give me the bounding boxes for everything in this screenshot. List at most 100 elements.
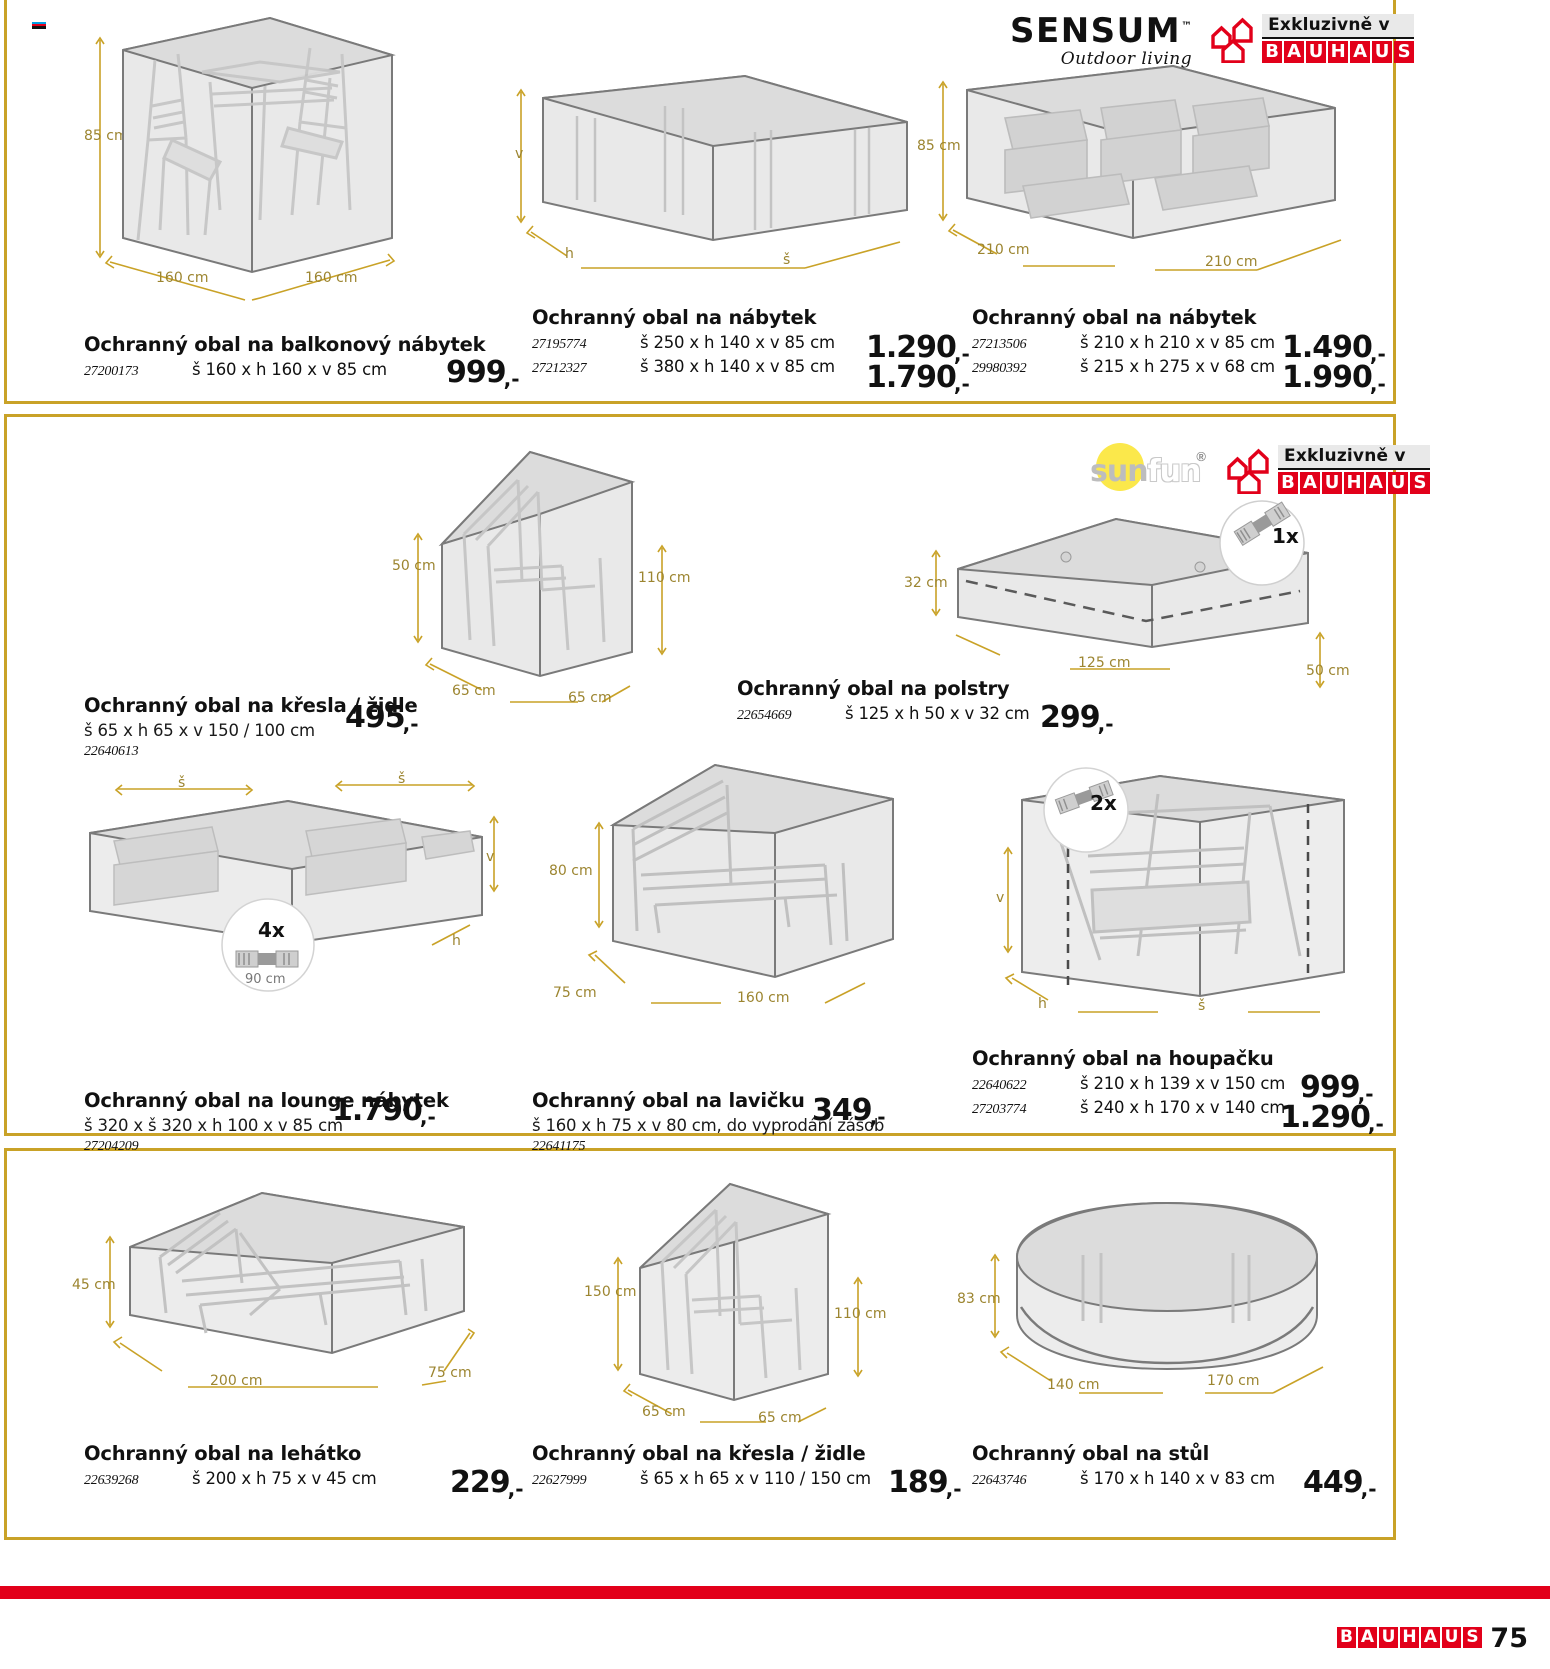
price-swing-cover-1: 999,-	[1300, 1070, 1376, 1106]
bauhaus-houses-icon	[1210, 17, 1256, 64]
sensum-logo: SENSUM™ Outdoor living	[1010, 14, 1192, 69]
price-value: 999	[1300, 1070, 1361, 1105]
price-currency: ,-	[507, 1477, 524, 1501]
price-currency: ,-	[503, 367, 520, 391]
product-lounge-cover: Ochranný obal na lounge nábytek š 320 x …	[84, 1089, 449, 1155]
product-dimensions: š 210 x h 139 x v 150 cm	[1080, 1074, 1286, 1094]
product-title: Ochranný obal na křesla / židle	[84, 694, 418, 717]
svg-text:90 cm: 90 cm	[245, 972, 286, 987]
svg-text:h: h	[452, 933, 461, 949]
svg-text:65 cm: 65 cm	[642, 1404, 686, 1420]
illustration-furniture-cover-b: 85 cm 210 cm 210 cm	[905, 58, 1365, 298]
svg-text:h: h	[1038, 996, 1047, 1012]
svg-text:110 cm: 110 cm	[834, 1306, 887, 1322]
product-dimensions: š 240 x h 170 x v 140 cm	[1080, 1098, 1286, 1118]
product-dimensions: š 215 x h 275 x v 68 cm	[1080, 357, 1275, 377]
product-dimensions: š 65 x h 65 x v 110 / 150 cm	[640, 1469, 871, 1489]
price-currency: ,-	[419, 1105, 436, 1129]
price-currency: ,-	[1097, 712, 1114, 736]
exclusive-label: Exkluzivně v	[1262, 14, 1415, 39]
product-subtitle: š 160 x h 75 x v 80 cm, do vyprodání zás…	[532, 1116, 885, 1136]
product-variant-row: 27200173 š 160 x h 160 x v 85 cm	[84, 360, 485, 380]
svg-text:125 cm: 125 cm	[1078, 655, 1131, 671]
price-currency: ,-	[869, 1105, 886, 1129]
product-dimensions: š 250 x h 140 x v 85 cm	[640, 333, 835, 353]
product-variant-row: 27213506 š 210 x h 210 x v 85 cm	[972, 333, 1275, 353]
price-currency: ,-	[1369, 372, 1386, 396]
product-variant-row: 27212327 š 380 x h 140 x v 85 cm	[532, 357, 835, 377]
illustration-balcony-cover: 85 cm 160 cm 160 cm	[60, 10, 530, 310]
svg-text:210 cm: 210 cm	[977, 242, 1030, 258]
product-variant-row: 29980392 š 215 x h 275 x v 68 cm	[972, 357, 1275, 377]
product-title: Ochranný obal na polstry	[737, 677, 1010, 700]
product-title: Ochranný obal na stůl	[972, 1442, 1210, 1465]
svg-text:85 cm: 85 cm	[917, 138, 961, 154]
price-value: 189	[888, 1465, 949, 1500]
price-value: 349	[812, 1093, 873, 1128]
price-cushion-cover: 299,-	[1040, 700, 1116, 736]
price-value: 299	[1040, 700, 1101, 735]
sunfun-sun-text: sun	[1090, 454, 1149, 489]
svg-text:65 cm: 65 cm	[568, 690, 612, 706]
product-dimensions: š 380 x h 140 x v 85 cm	[640, 357, 835, 377]
product-sku: 27195774	[532, 337, 587, 353]
price-chair-cover-tall: 189,-	[888, 1465, 964, 1501]
product-variant-row: 22627999 š 65 x h 65 x v 110 / 150 cm	[532, 1469, 871, 1489]
svg-text:80 cm: 80 cm	[549, 863, 593, 879]
product-furniture-cover-b: Ochranný obal na nábytek 27213506 š 210 …	[972, 306, 1275, 377]
illustration-swing-cover: v h š 2x	[960, 760, 1370, 1035]
svg-text:32 cm: 32 cm	[904, 575, 948, 591]
svg-text:160 cm: 160 cm	[737, 990, 790, 1006]
illustration-furniture-cover-a: v h š	[505, 70, 935, 290]
sensum-tagline: Outdoor living	[1060, 49, 1193, 69]
svg-text:v: v	[486, 849, 494, 865]
price-value: 1.290	[866, 330, 957, 365]
svg-text:160 cm: 160 cm	[156, 270, 209, 286]
price-value: 1.790	[332, 1093, 423, 1128]
price-value: 1.490	[1282, 330, 1373, 365]
illustration-lounger-cover: 45 cm 200 cm 75 cm	[70, 1185, 500, 1435]
price-value: 229	[450, 1465, 511, 1500]
trademark-icon: ™	[1181, 19, 1193, 33]
footer-red-bar	[0, 1586, 1550, 1599]
svg-text:v: v	[515, 146, 523, 162]
svg-text:š: š	[398, 771, 405, 787]
price-value: 1.990	[1282, 360, 1373, 395]
price-value: 495	[345, 700, 406, 735]
product-title: Ochranný obal na lounge nábytek	[84, 1089, 449, 1112]
illustration-chair-cover-tall: 150 cm 110 cm 65 cm 65 cm	[570, 1178, 900, 1428]
product-lounger-cover: Ochranný obal na lehátko 22639268 š 200 …	[84, 1442, 377, 1489]
product-chair-cover-tall: Ochranný obal na křesla / židle 22627999…	[532, 1442, 871, 1489]
product-sku: 22640622	[972, 1078, 1027, 1094]
svg-text:170 cm: 170 cm	[1207, 1373, 1260, 1389]
price-balcony-cover: 999,-	[446, 355, 522, 391]
svg-text:50 cm: 50 cm	[392, 558, 436, 574]
svg-text:200 cm: 200 cm	[210, 1373, 263, 1389]
illustration-cushion-cover: 32 cm 125 cm 50 cm 1x	[900, 495, 1370, 705]
product-dimensions: š 170 x h 140 x v 83 cm	[1080, 1469, 1275, 1489]
price-lounger-cover: 229,-	[450, 1465, 526, 1501]
svg-text:65 cm: 65 cm	[758, 1410, 802, 1426]
sun-icon	[1096, 443, 1144, 491]
svg-text:110 cm: 110 cm	[638, 570, 691, 586]
svg-text:h: h	[565, 246, 574, 262]
svg-text:50 cm: 50 cm	[1306, 663, 1350, 679]
price-currency: ,-	[1360, 1477, 1377, 1501]
svg-text:v: v	[996, 890, 1004, 906]
product-title: Ochranný obal na balkonový nábytek	[84, 333, 486, 356]
svg-text:4x: 4x	[258, 918, 285, 942]
registered-icon: ®	[1196, 449, 1206, 464]
price-furniture-cover-a-2: 1.790,-	[866, 360, 972, 396]
svg-text:1x: 1x	[1272, 524, 1299, 548]
product-swing-cover: Ochranný obal na houpačku 22640622 š 210…	[972, 1047, 1286, 1118]
price-value: 1.790	[866, 360, 957, 395]
price-bench-cover: 349,-	[812, 1093, 888, 1129]
svg-text:75 cm: 75 cm	[553, 985, 597, 1001]
svg-text:160 cm: 160 cm	[305, 270, 358, 286]
